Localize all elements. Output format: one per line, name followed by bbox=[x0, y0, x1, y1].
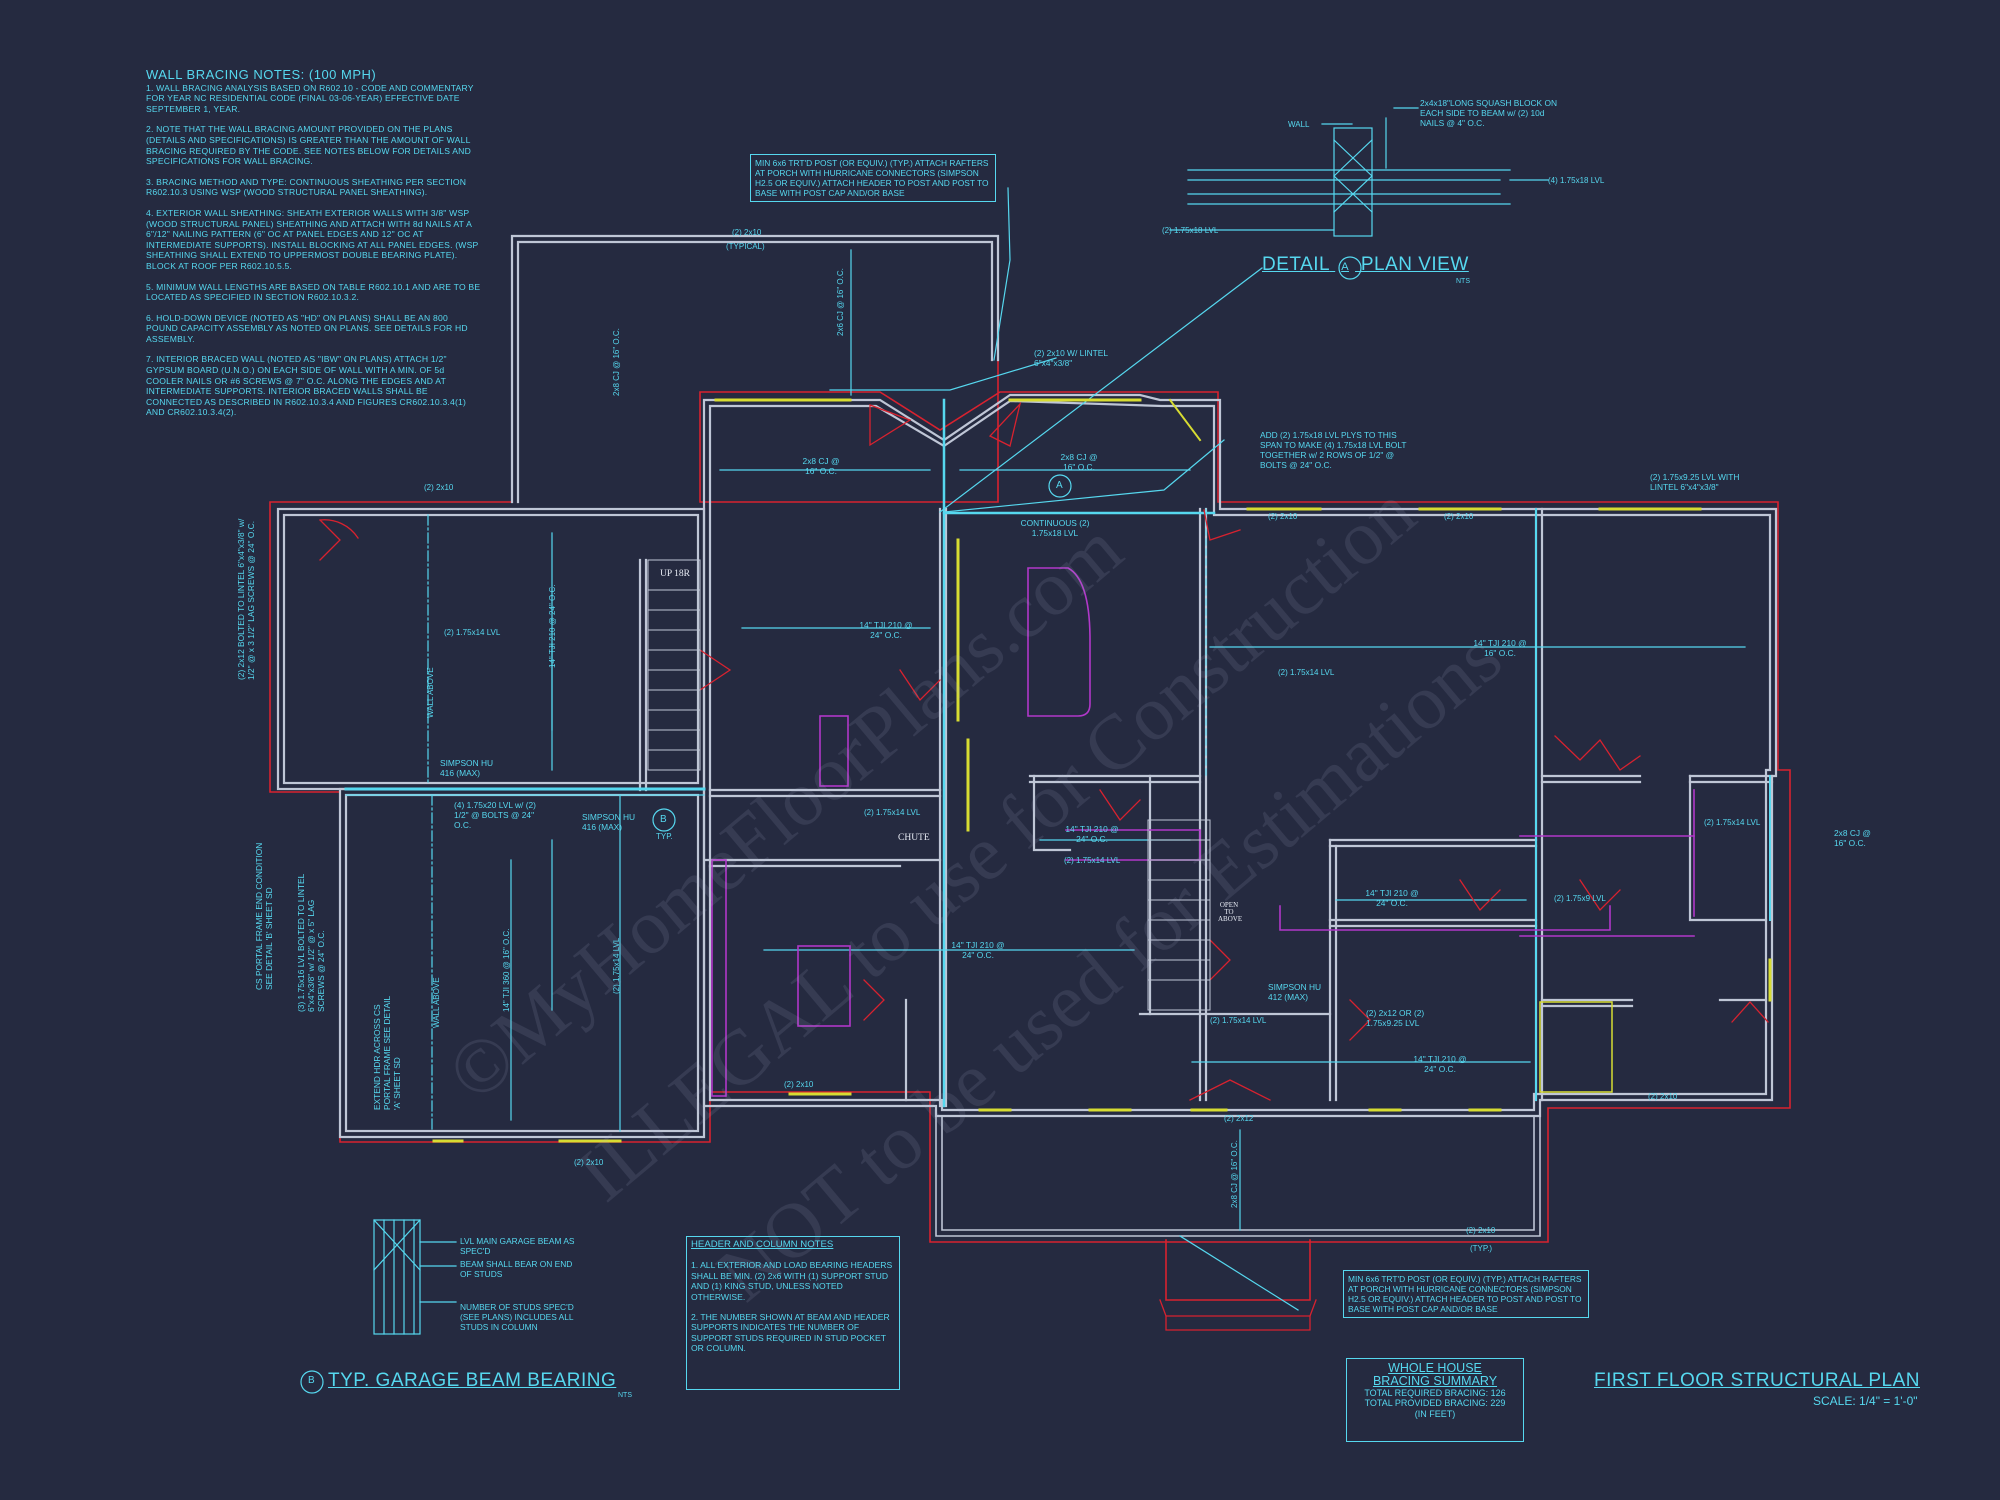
cj-2x8-right-label: 2x8 CJ @ 16" O.C. bbox=[1834, 828, 1871, 848]
squash-block-callout: 2x4x18"LONG SQUASH BLOCK ON EACH SIDE TO… bbox=[1420, 98, 1558, 128]
bracing-unit: (IN FEET) bbox=[1414, 1408, 1456, 1419]
typ-b-label: TYP. bbox=[656, 832, 673, 841]
wall-above-label-2: WALL ABOVE bbox=[432, 977, 441, 1028]
tji-bath-label: 14" TJI 210 @ 24" O.C. bbox=[1365, 888, 1419, 908]
tji-kitchen-label: 14" TJI 210 @ 24" O.C. bbox=[859, 620, 913, 640]
open-above-label: OPEN TO ABOVE bbox=[1218, 901, 1243, 923]
detail-a-title: DETAIL A PLAN VIEW bbox=[1262, 254, 1469, 276]
tji-garage-bottom-label: 14" TJI 360 @ 16" O.C. bbox=[502, 928, 511, 1012]
detail-a-nts: NTS bbox=[1456, 278, 1470, 285]
detail-b-title: TYP. GARAGE BEAM BEARING bbox=[328, 1370, 617, 1391]
continuous-lvl-callout: CONTINUOUS (2) 1.75x18 LVL bbox=[1020, 518, 1090, 538]
beam-b-bear-note: BEAM SHALL BEAR ON END OF STUDS bbox=[460, 1259, 573, 1279]
wall-bracing-note-7: 7. INTERIOR BRACED WALL (NOTED AS "IBW" … bbox=[146, 354, 467, 418]
porch-post-callout-top: MIN 6x6 TRT'D POST (OR EQUIV.) (TYP.) AT… bbox=[750, 154, 996, 202]
plan-marker-a: A bbox=[1056, 480, 1063, 491]
lvl-14-stair-label: (2) 1.75x14 LVL bbox=[1210, 1016, 1267, 1025]
dining-hdr-label: (2) 2x10 bbox=[784, 1080, 814, 1089]
front-porch-hdr-label: (2) 2x10 bbox=[1466, 1226, 1496, 1235]
tji-garage-top-label: 14" TJI 210 @ 24" O.C. bbox=[548, 584, 557, 668]
master-bath-hdr-label: (2) 2x10 bbox=[1648, 1092, 1678, 1101]
lvl-20-label: (4) 1.75x20 LVL w/ (2) 1/2" @ BOLTS @ 24… bbox=[454, 800, 536, 830]
porch-post-callout-bottom: MIN 6x6 TRT'D POST (OR EQUIV.) (TYP.) AT… bbox=[1343, 1270, 1589, 1318]
stair-up-label: UP 18R bbox=[660, 569, 691, 579]
detail-a-suffix: PLAN VIEW bbox=[1360, 254, 1469, 275]
header-column-notes-title: HEADER AND COLUMN NOTES bbox=[691, 1239, 834, 1250]
lvl-14-bed-label: (2) 1.75x14 LVL bbox=[1704, 818, 1761, 827]
door-swings bbox=[319, 401, 1769, 1331]
wall-above-label-1: WALL ABOVE bbox=[426, 667, 435, 718]
lvl-4-label: (4) 1.75x18 LVL bbox=[1548, 176, 1605, 185]
garage-hdr-bottom-label: (2) 2x10 bbox=[574, 1158, 604, 1167]
chute-label: CHUTE bbox=[898, 833, 930, 843]
simpson-hu412-label: SIMPSON HU 412 (MAX) bbox=[1268, 982, 1322, 1002]
header-column-notes: HEADER AND COLUMN NOTES 1. ALL EXTERIOR … bbox=[686, 1236, 900, 1390]
detail-b-nts: NTS bbox=[618, 1392, 632, 1399]
header-column-note-2: 2. THE NUMBER SHOWN AT BEAM AND HEADER S… bbox=[691, 1312, 890, 1354]
front-porch-typ-label: (TYP.) bbox=[1470, 1244, 1493, 1253]
detail-a-marker: A bbox=[1341, 261, 1350, 273]
add-plys-callout: ADD (2) 1.75x18 LVL PLYS TO THIS SPAN TO… bbox=[1260, 430, 1407, 470]
tji-great-room-label: 14" TJI 210 @ 16" O.C. bbox=[1473, 638, 1527, 658]
portal-frame-note: CS PORTAL FRAME END CONDITION SEE DETAIL… bbox=[254, 842, 274, 990]
cj-2x8-porch-label: 2x8 CJ @ 16" O.C. bbox=[802, 456, 840, 476]
garage-hdr-top-label: (2) 2x10 bbox=[424, 483, 454, 492]
bracing-summary: WHOLE HOUSE BRACING SUMMARY TOTAL REQUIR… bbox=[1346, 1358, 1524, 1442]
wall-bracing-notes: WALL BRACING NOTES: (100 MPH) 1. WALL BR… bbox=[146, 67, 481, 428]
cj-2x6-porch-label: 2x6 CJ @ 16" O.C. bbox=[836, 268, 845, 336]
wall-bracing-note-5: 5. MINIMUM WALL LENGTHS ARE BASED ON TAB… bbox=[146, 281, 481, 303]
lvl-bolted-note: (3) 1.75x16 LVL BOLTED TO LINTEL 6"x4"x3… bbox=[296, 874, 326, 1012]
wall-bracing-marks bbox=[432, 398, 1772, 1143]
plan-marker-b: B bbox=[660, 814, 667, 825]
simpson-hu-label-2: SIMPSON HU 416 (MAX) bbox=[582, 812, 636, 832]
bracing-summary-title-1: WHOLE HOUSE bbox=[1388, 1361, 1482, 1375]
bracing-required: TOTAL REQUIRED BRACING: 126 bbox=[1364, 1388, 1506, 1398]
beam-b-lvl-note: LVL MAIN GARAGE BEAM AS SPEC'D bbox=[460, 1236, 575, 1256]
header-column-note-1: 1. ALL EXTERIOR AND LOAD BEARING HEADERS… bbox=[691, 1260, 893, 1302]
fixtures bbox=[711, 567, 1695, 1097]
lintel-top-callout: (2) 2x10 W/ LINTEL 6"x4"x3/8" bbox=[1034, 348, 1108, 368]
porch-typical-label: (TYPICAL) bbox=[726, 242, 765, 251]
lvl-14-garage-label: (2) 1.75x14 LVL bbox=[444, 628, 501, 637]
lvl-14-garage-vert-label: (2) 1.75x14 LVL bbox=[612, 937, 621, 994]
front-door-hdr-label: (2) 2x12 bbox=[1224, 1114, 1254, 1123]
lvl-9-label: (2) 1.75x9 LVL bbox=[1554, 894, 1606, 903]
simpson-hu-label-1: SIMPSON HU 416 (MAX) bbox=[440, 758, 494, 778]
hdr-extend-note: EXTEND HDR ACROSS CS PORTAL FRAME SEE DE… bbox=[372, 996, 402, 1110]
lvl-14-laundry-label: (2) 1.75x14 LVL bbox=[1064, 856, 1121, 865]
beam-b-studs-note: NUMBER OF STUDS SPEC'D (SEE PLANS) INCLU… bbox=[460, 1302, 574, 1332]
lvl-14-hall-label: (2) 1.75x14 LVL bbox=[864, 808, 921, 817]
wall-bracing-note-4: 4. EXTERIOR WALL SHEATHING: SHEATH EXTER… bbox=[146, 207, 479, 271]
detail-b-marker: B bbox=[308, 1375, 315, 1386]
hdr-2x12-or-label: (2) 2x12 OR (2) 1.75x9.25 LVL bbox=[1366, 1008, 1425, 1028]
plan-title: FIRST FLOOR STRUCTURAL PLAN bbox=[1594, 1370, 1920, 1391]
wall-bracing-note-1: 1. WALL BRACING ANALYSIS BASED ON R602.1… bbox=[146, 82, 474, 114]
tji-hall-label: 14" TJI 210 @ 24" O.C. bbox=[1065, 824, 1119, 844]
tji-study-label: 14" TJI 210 @ 24" O.C. bbox=[1413, 1054, 1467, 1074]
lvl-lintel-right-callout: (2) 1.75x9.25 LVL WITH LINTEL 6"x4"x3/8" bbox=[1650, 472, 1740, 492]
stairs bbox=[647, 559, 1211, 1011]
bracing-summary-title-2: BRACING SUMMARY bbox=[1372, 1374, 1498, 1388]
wall-bracing-note-3: 3. BRACING METHOD AND TYPE: CONTINUOUS S… bbox=[146, 176, 467, 198]
great-room-hdr-label-2: (2) 2x10 bbox=[1444, 512, 1474, 521]
lvl-14-great-room-label: (2) 1.75x14 LVL bbox=[1278, 668, 1335, 677]
tji-dining-label: 14" TJI 210 @ 24" O.C. bbox=[951, 940, 1005, 960]
wall-bracing-note-6: 6. HOLD-DOWN DEVICE (NOTED AS "HD" ON PL… bbox=[146, 312, 468, 344]
porch-hdr-top-label: (2) 2x10 bbox=[732, 228, 762, 237]
bracing-provided: TOTAL PROVIDED BRACING: 229 bbox=[1364, 1398, 1506, 1409]
detail-a-label: DETAIL bbox=[1262, 254, 1330, 275]
wall-label: WALL bbox=[1288, 120, 1310, 129]
cj-2x8-front-porch-label: 2x8 CJ @ 16" O.C. bbox=[1230, 1140, 1239, 1208]
wall-bracing-notes-title: WALL BRACING NOTES: (100 MPH) bbox=[146, 67, 377, 82]
lintel-bolted-note: (2) 2x12 BOLTED TO LINTEL 6"x4"x3/8" w/ … bbox=[236, 518, 256, 680]
wall-bracing-note-2: 2. NOTE THAT THE WALL BRACING AMOUNT PRO… bbox=[146, 124, 471, 167]
beams-and-joists bbox=[300, 107, 1771, 1394]
cj-2x8-foyer-label: 2x8 CJ @ 16" O.C. bbox=[1060, 452, 1098, 472]
plan-scale: SCALE: 1/4" = 1'-0" bbox=[1813, 1394, 1918, 1408]
cj-2x8-side-porch-label: 2x8 CJ @ 16" O.C. bbox=[612, 328, 621, 396]
lvl-2-label: (2) 1.75x18 LVL bbox=[1162, 226, 1219, 235]
great-room-hdr-label-1: (2) 2x10 bbox=[1268, 512, 1298, 521]
